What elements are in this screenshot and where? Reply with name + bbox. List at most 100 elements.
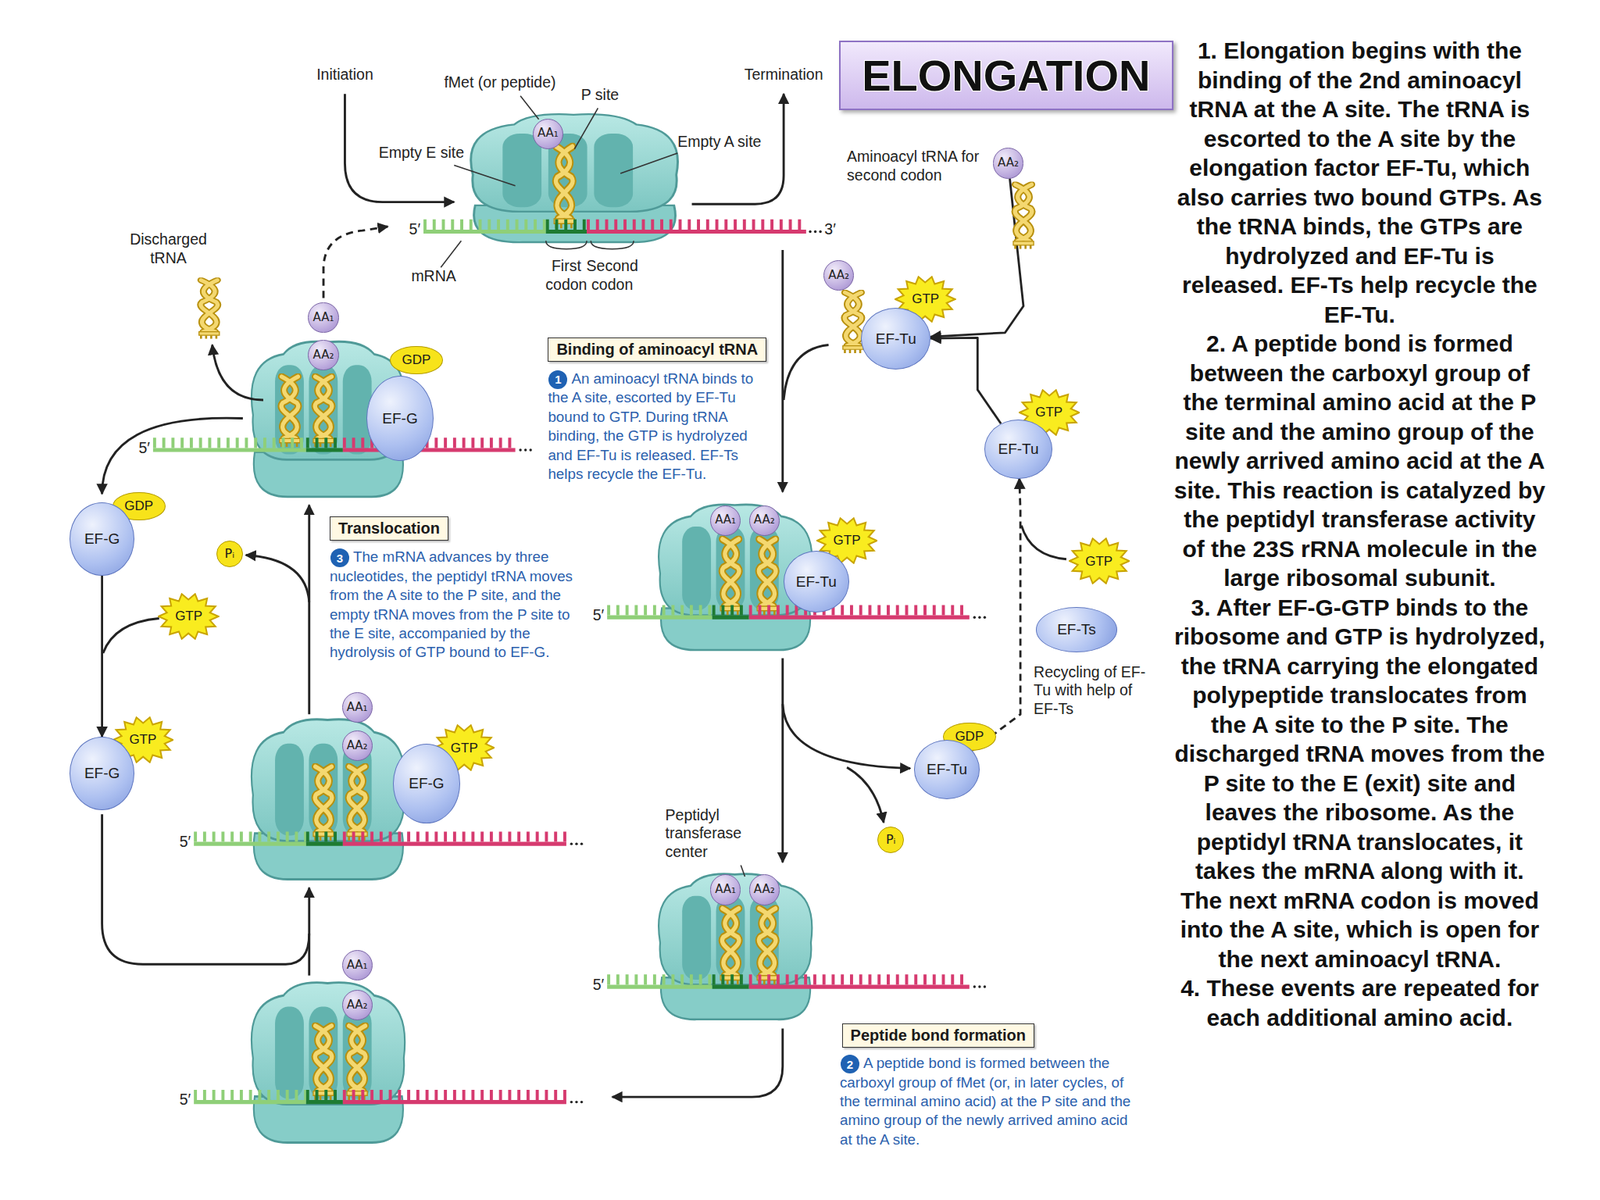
ef-ts-factor: EF-Ts [1035, 607, 1118, 652]
amino-acid-circle: AA₁ [710, 505, 741, 536]
ef-g-factor: EF-G [69, 502, 136, 576]
part-label: Peptidyl transferase center [665, 806, 752, 861]
node-label: AA₂ [753, 882, 775, 897]
node-label: Pᵢ [225, 546, 236, 561]
node-label: GTP [1085, 553, 1113, 570]
part-label: fMet (or peptide) [423, 73, 577, 92]
ef-tu-factor: EF-Tu [984, 419, 1052, 479]
ef-tu-factor: EF-Tu [860, 307, 931, 369]
flow-arrow [930, 178, 1024, 337]
summary-item: 2. A peptide bond is formed between the … [1173, 328, 1547, 593]
process-note: Recycling of EF-Tu with help of EF-Ts [1033, 663, 1154, 718]
codon-label: Second codon [579, 257, 646, 294]
node-label: Translocation [338, 519, 440, 538]
summary-item: 3. After EF-G-GTP binds to the ribosome … [1173, 592, 1547, 975]
flow-arrow [930, 337, 1001, 424]
node-label: GTP [833, 532, 861, 549]
node-label: Pᵢ [885, 832, 897, 847]
amino-acid-circle: AA₁ [342, 692, 373, 723]
ef-tu-factor: EF-Tu [914, 739, 980, 800]
strand-end-label: 5′ [168, 832, 192, 851]
step-heading-box: Binding of aminoacyl tRNA [547, 337, 767, 362]
strand-end-label: 5′ [168, 1090, 192, 1109]
node-label: GDP [401, 352, 431, 368]
node-label: GTP [1035, 404, 1063, 421]
amino-acid-circle: AA₁ [342, 950, 373, 981]
amino-acid-circle: AA₂ [992, 147, 1024, 179]
phosphate-circle: Pᵢ [877, 826, 904, 854]
node-label: EF-Tu [875, 330, 917, 348]
gtp-burst: GTP [1068, 537, 1130, 585]
flow-arrow [100, 575, 104, 737]
amino-acid-circle: AA₁ [307, 302, 339, 333]
node-label: AA₂ [346, 739, 368, 753]
site-label: Empty E site [365, 143, 479, 162]
node-label: AA₂ [313, 348, 335, 362]
part-label: Aminoacyl tRNA for second codon [846, 147, 985, 185]
node-label: EF-G [84, 764, 120, 783]
node-label: GTP [175, 608, 203, 625]
part-label: mRNA [397, 267, 469, 286]
node-label: Binding of aminoacyl tRNA [556, 340, 758, 359]
step-description: A peptide bond is formed between the car… [839, 1053, 1138, 1150]
phosphate-circle: Pᵢ [216, 540, 243, 568]
summary-item: 1. Elongation begins with the binding of… [1173, 35, 1547, 329]
amino-acid-circle: AA₂ [823, 260, 854, 291]
node-label: EF-G [382, 410, 418, 428]
node-label: AA₁ [346, 700, 368, 715]
amino-acid-circle: AA₂ [342, 730, 373, 761]
node-label: AA₁ [714, 882, 736, 897]
ef-g-factor: EF-G [366, 375, 434, 462]
ef-g-factor: EF-G [392, 743, 461, 824]
node-label: AA₂ [346, 998, 368, 1012]
recycling-arrow [971, 478, 1021, 751]
diagram-title: ELONGATION [839, 40, 1174, 111]
ef-tu-factor: EF-Tu [783, 550, 850, 612]
amino-acid-circle: AA₁ [710, 874, 741, 905]
node-label: AA₁ [537, 126, 559, 140]
step-heading-box: Translocation [329, 516, 449, 541]
strand-end-label: 5′ [581, 606, 604, 625]
amino-acid-circle: AA₂ [749, 505, 780, 536]
strand-end-label: 3′ [824, 220, 847, 239]
gdp-oval: GDP [389, 346, 443, 375]
strand-end-label: 5′ [581, 975, 604, 994]
node-label: GTP [450, 740, 479, 757]
node-label: GTP [128, 732, 157, 748]
callout-number: 2 [840, 1054, 860, 1074]
node-label: AA₁ [313, 310, 335, 325]
site-label: P site [564, 85, 636, 104]
node-label: EF-Tu [997, 440, 1039, 458]
node-label: EF-Tu [926, 760, 968, 779]
node-label: EF-Tu [796, 573, 837, 591]
node-label: AA₁ [346, 958, 368, 972]
ef-g-factor: EF-G [69, 736, 136, 811]
summary-item: 4. These events are repeated for each ad… [1173, 973, 1547, 1033]
stage-label: Termination [722, 65, 846, 84]
amino-acid-circle: AA₂ [749, 874, 780, 905]
amino-acid-circle: AA₂ [342, 989, 373, 1021]
node-label: Peptide bond formation [850, 1026, 1026, 1045]
node-label: AA₂ [828, 268, 850, 283]
node-label: EF-Ts [1057, 621, 1097, 639]
node-label: EF-G [84, 530, 120, 548]
callout-number: 1 [548, 370, 568, 390]
step-heading-box: Peptide bond formation [842, 1023, 1035, 1048]
stage-label: Initiation [289, 65, 402, 84]
codon-label: First codon [537, 257, 595, 294]
site-label: Empty A site [663, 132, 776, 151]
step-description: The mRNA advances by three nucleotides, … [329, 547, 575, 663]
gtp-burst: GTP [157, 592, 219, 640]
node-label: GDP [124, 498, 154, 515]
amino-acid-circle: AA₂ [307, 339, 339, 371]
step-description: An aminoacyl tRNA binds to the A site, e… [547, 369, 775, 485]
node-label: GTP [911, 291, 940, 308]
strand-end-label: 5′ [397, 220, 421, 239]
node-label: AA₂ [997, 156, 1019, 170]
strand-end-label: 5′ [127, 439, 150, 458]
callout-number: 3 [330, 548, 350, 568]
node-label: AA₁ [714, 513, 736, 527]
node-label: AA₂ [753, 513, 775, 527]
part-label: Discharged tRNA [119, 230, 217, 268]
amino-acid-circle: AA₁ [532, 118, 564, 150]
